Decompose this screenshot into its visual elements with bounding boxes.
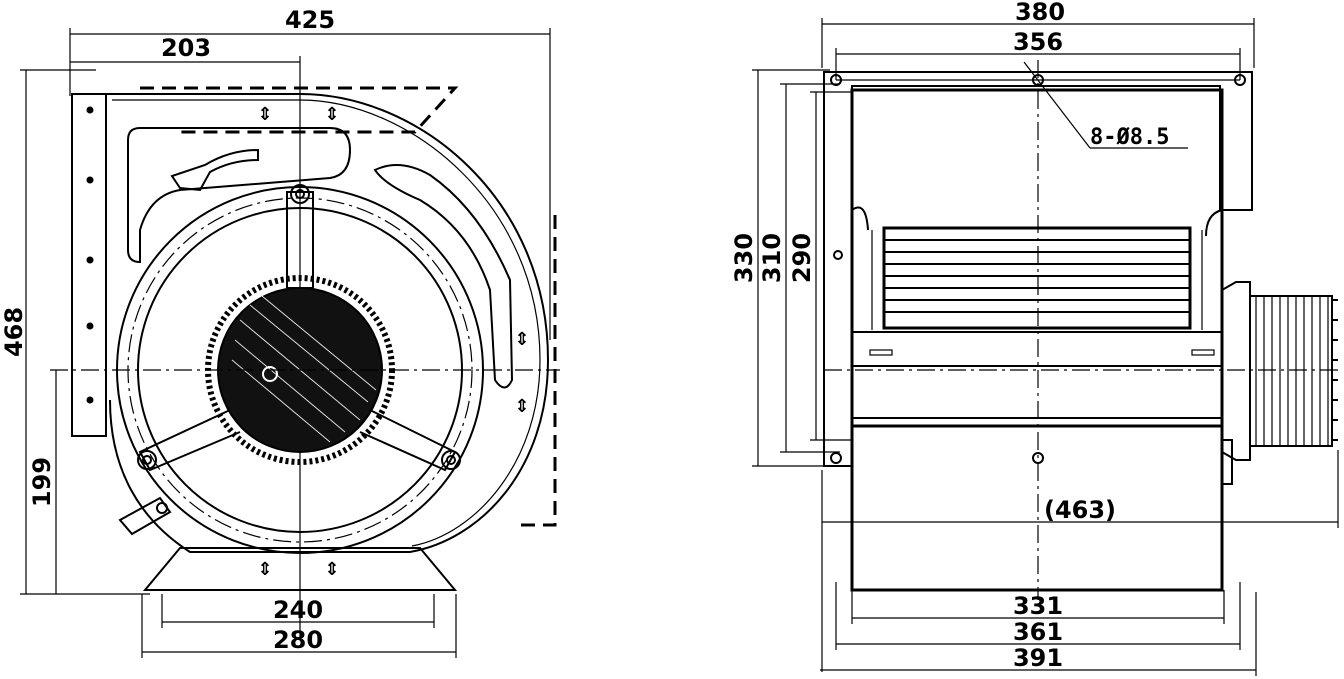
base-foot (142, 547, 458, 591)
dim-330-label: 330 (730, 233, 758, 283)
dim-base-outer: 280 (141, 594, 457, 658)
dim-hole-spacing: 356 (835, 28, 1241, 80)
dim-240-label: 240 (273, 596, 323, 624)
dim-center-height: 199 (28, 370, 57, 594)
motor-struts (137, 184, 461, 472)
dim-290-label: 290 (788, 233, 816, 283)
outlet-dashed-top (140, 86, 459, 134)
dim-height-mid: 310 (758, 83, 840, 453)
side-flange-frame (823, 71, 1253, 467)
dim-199-label: 199 (28, 457, 56, 507)
dim-361-label: 361 (1013, 618, 1063, 646)
dim-height-outer: 330 (730, 69, 830, 467)
dim-468-label: 468 (0, 307, 28, 357)
dim-463-label: (463) (1044, 496, 1116, 524)
dim-flange-width: 380 (821, 0, 1255, 68)
dim-overall-height: 468 (0, 69, 150, 595)
ground-bracket (118, 496, 172, 536)
svg-text:⇕: ⇕ (514, 396, 529, 417)
dim-280-label: 280 (273, 626, 323, 654)
base-fasteners: ⇕ ⇕ ⇕ ⇕ ⇕ ⇕ (257, 104, 529, 580)
svg-text:⇕: ⇕ (324, 559, 339, 580)
dim-380-label: 380 (1015, 0, 1065, 26)
outlet-duct (850, 424, 1224, 592)
dim-331-label: 331 (1013, 592, 1063, 620)
side-flange (71, 93, 107, 437)
hole-spec-label: 8-Ø8.5 (1090, 125, 1169, 150)
dim-203-label: 203 (161, 34, 211, 62)
svg-text:⇕: ⇕ (257, 559, 272, 580)
dim-height-inner: 290 (788, 91, 852, 441)
impeller-blades (871, 226, 1203, 330)
dim-356-label: 356 (1013, 28, 1063, 56)
dim-base-391: 391 (820, 592, 1257, 676)
svg-text:⇕: ⇕ (514, 329, 529, 350)
dim-425-label: 425 (285, 6, 335, 34)
front-view: 425 203 468 199 (0, 6, 560, 658)
dim-overall-length: (463) (821, 450, 1339, 672)
dim-310-label: 310 (758, 233, 786, 283)
dim-base-361: 361 (835, 582, 1241, 650)
dim-base-inner: 240 (161, 594, 435, 628)
hole-spec-callout: 8-Ø8.5 (1023, 61, 1188, 150)
dim-inlet-offset: 203 (70, 34, 301, 640)
flange-holes (86, 106, 94, 404)
side-slot (373, 164, 514, 389)
scroll-housing (106, 93, 550, 553)
side-view: 380 356 330 310 290 (730, 0, 1339, 676)
dim-base-331: 331 (851, 590, 1225, 624)
svg-text:⇕: ⇕ (324, 104, 339, 125)
flow-arrow-icon (170, 148, 259, 192)
inlet-slot (127, 127, 352, 264)
dim-overall-width: 425 (69, 6, 551, 340)
motor-side (1221, 281, 1338, 485)
dim-391-label: 391 (1013, 644, 1063, 672)
svg-text:⇕: ⇕ (257, 104, 272, 125)
outlet-dashed-right (520, 215, 557, 527)
